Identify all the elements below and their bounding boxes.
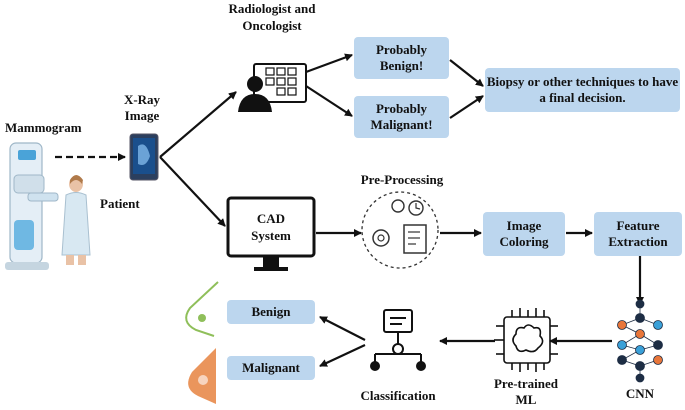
cad-system-label: CAD System (228, 210, 314, 244)
cnn-label: CNN (625, 386, 655, 401)
patient-icon (61, 175, 91, 265)
xray-image-label: X-Ray Image (123, 92, 161, 123)
malignant-breast-icon (188, 348, 216, 404)
pretrained-ml-chip-icon (494, 308, 558, 372)
arrow-to-cad (159, 156, 226, 227)
benign-box: Benign (227, 300, 315, 324)
classification-label: Classification (360, 388, 436, 403)
feature-extraction-box: Feature Extraction (594, 212, 682, 256)
arrow-to-malignant (305, 85, 353, 117)
benign-breast-icon (185, 281, 219, 337)
radiologist-label: Radiologist and Oncologist (228, 1, 316, 33)
pretrained-ml-label: Pre-trained ML (493, 376, 559, 407)
mammogram-label: Mammogram (5, 120, 82, 135)
arrow-benign-to-biopsy (449, 59, 484, 87)
cnn-network-icon (617, 299, 663, 383)
radiologist-icon (238, 63, 307, 112)
preprocessing-icon (361, 191, 439, 269)
cad-monitor-icon (226, 196, 316, 271)
patient-label: Patient (100, 196, 140, 211)
arrow-to-benign (305, 53, 353, 74)
malignant-box: Malignant (227, 356, 315, 380)
preprocessing-label: Pre-Processing (360, 172, 444, 187)
cad-line1: CAD (256, 211, 286, 226)
probably-benign-box: Probably Benign! (354, 37, 449, 79)
probably-malignant-box: Probably Malignant! (354, 96, 449, 138)
mammogram-machine-icon (5, 142, 59, 270)
arrow-to-malignant-result (319, 344, 366, 367)
classification-tree-icon (370, 309, 426, 371)
image-coloring-box: Image Coloring (483, 212, 565, 256)
arrow-to-benign-result (319, 316, 366, 341)
arrow-malignant-to-biopsy (449, 95, 484, 119)
arrow-to-radiologist (159, 91, 237, 158)
xray-tablet-icon (129, 133, 159, 181)
cad-line2: System (251, 228, 291, 243)
biopsy-box: Biopsy or other techniques to have a fin… (485, 68, 680, 112)
